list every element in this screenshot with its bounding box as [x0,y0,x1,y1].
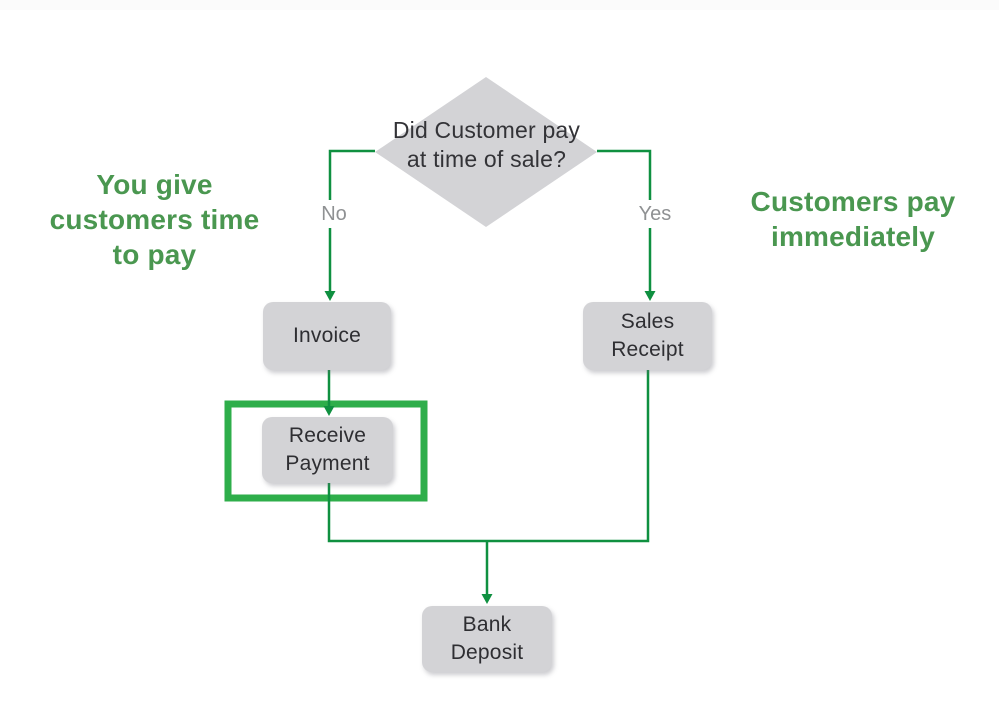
node-receive-payment: Receive Payment [262,417,393,483]
decision-label: Did Customer pay at time of sale? [392,117,581,172]
arrowhead-invoice [324,291,336,301]
connector-yes-branch [597,149,652,291]
node-sales-receipt: Sales Receipt [583,302,712,370]
annotation-right: Customers pay immediately [750,186,956,252]
arrowhead-sales-receipt [644,291,656,301]
decision-diamond [375,77,597,227]
annotation-left: You give customers time to pay [49,169,260,270]
branch-label-no: No [314,200,354,228]
node-bank-deposit: Bank Deposit [422,606,552,672]
connector-no-branch [328,149,375,291]
highlight-box [224,400,428,502]
node-invoice: Invoice [263,302,391,370]
connector-collector-rail [327,370,650,543]
branch-label-yes: Yes [634,200,676,228]
arrowhead-bank-deposit [481,594,493,604]
arrowhead-receive-payment [323,406,335,416]
